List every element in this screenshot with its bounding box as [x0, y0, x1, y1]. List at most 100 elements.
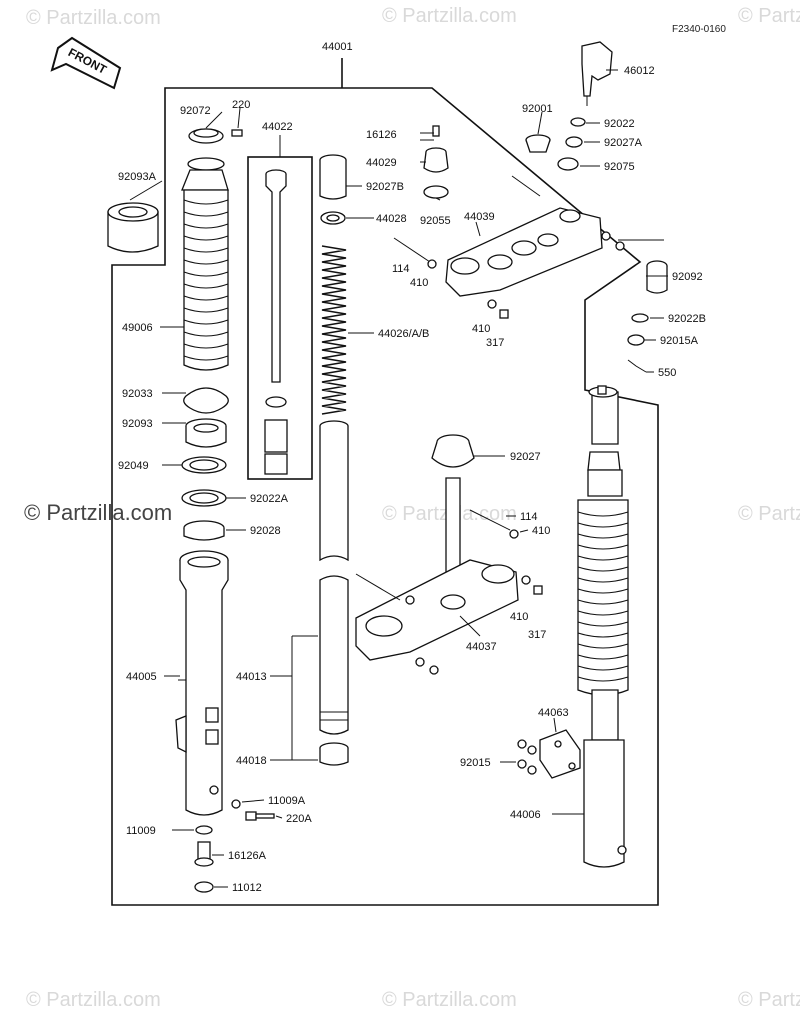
screw-220	[231, 129, 243, 137]
clamp-92072	[188, 128, 224, 144]
washer-92049	[181, 456, 227, 474]
damper-rod-44022	[264, 169, 288, 475]
callout-11009a: 11009A	[268, 795, 306, 807]
callout-92022a: 92022A	[250, 493, 289, 505]
callout-92055: 92055	[420, 215, 451, 227]
nut-92015a	[627, 334, 645, 346]
callout-114-upper: 114	[392, 263, 410, 275]
callout-317-upper: 317	[486, 337, 504, 349]
o-ring-92055	[423, 185, 449, 199]
callout-49006: 49006	[122, 322, 153, 334]
oil-seal-92093	[185, 418, 227, 448]
clip-92033	[183, 387, 229, 414]
callout-92092: 92092	[672, 271, 703, 283]
pin-550	[627, 359, 647, 373]
washer-92022b	[631, 313, 649, 323]
washer-92022a	[181, 489, 227, 507]
front-arrow-icon: FRONT	[50, 36, 122, 90]
washer-44028	[320, 211, 346, 225]
spacer-92075	[557, 157, 579, 171]
callout-114-lower: 114	[520, 511, 538, 523]
callout-16126: 16126	[366, 129, 397, 141]
callout-92072: 92072	[180, 105, 211, 117]
bolt-114-upper	[393, 237, 431, 263]
washer-410d	[521, 575, 531, 585]
callout-46012: 46012	[624, 65, 655, 77]
callout-92093a: 92093A	[118, 171, 157, 183]
callout-92001: 92001	[522, 103, 553, 115]
washer-410	[427, 259, 437, 269]
dust-cap-92093a	[107, 202, 159, 253]
callout-44039: 44039	[464, 211, 495, 223]
callout-44018: 44018	[236, 755, 267, 767]
watermark: © Partzilla.com	[26, 989, 161, 1011]
watermark: © Partzilla.com	[26, 7, 161, 29]
washer-410b	[487, 299, 497, 309]
callout-410-lower-b: 410	[510, 611, 528, 623]
washer-410c	[509, 529, 519, 539]
callout-317-lower: 317	[528, 629, 546, 641]
callout-92022: 92022	[604, 118, 635, 130]
watermarks: © Partzilla.com © Partzilla.com © Partzi…	[24, 5, 800, 1011]
callout-44029: 44029	[366, 157, 397, 169]
watermark: © Partzilla.com	[738, 989, 800, 1011]
callout-16126a: 16126A	[228, 850, 267, 862]
callout-11009: 11009	[126, 825, 156, 837]
side-watermark: © Partzilla.com	[24, 500, 172, 525]
outer-tube-44005	[175, 550, 229, 816]
axle-clamp-44063	[539, 729, 581, 779]
callout-410-mid: 410	[472, 323, 490, 335]
stem-bearing-92027	[431, 434, 475, 468]
washer-11009a	[231, 799, 241, 809]
callout-44006: 44006	[510, 809, 541, 821]
callout-labels: 44001 92072 220 44022 16126 92001 46012 …	[118, 41, 706, 894]
bolt-114-lower	[469, 509, 511, 531]
watermark: © Partzilla.com	[738, 503, 800, 525]
callout-92093: 92093	[122, 418, 153, 430]
watermark: © Partzilla.com	[382, 5, 517, 27]
watermark: © Partzilla.com	[382, 989, 517, 1011]
fork-spring-44026	[321, 245, 347, 415]
nut-11012	[194, 881, 214, 893]
bushing-44018	[319, 742, 349, 766]
nut-317b	[533, 585, 543, 595]
callout-92075: 92075	[604, 161, 635, 173]
leader-lines	[129, 69, 668, 888]
inner-tube-44013	[319, 420, 349, 735]
callout-92027b: 92027B	[366, 181, 404, 193]
callout-92027a: 92027A	[604, 137, 643, 149]
callout-11012: 11012	[232, 882, 262, 894]
bushing-92028	[183, 520, 225, 541]
assembly-outline	[111, 87, 659, 906]
cap-92001	[525, 134, 551, 153]
callout-44063: 44063	[538, 707, 569, 719]
nut-317	[499, 309, 509, 319]
bolt-stem-left	[355, 573, 401, 601]
fork-boot-49006	[181, 157, 229, 371]
callout-92027: 92027	[510, 451, 541, 463]
callout-410-upper: 410	[410, 277, 428, 289]
callout-92049: 92049	[118, 460, 149, 472]
drain-bolt-16126a	[194, 841, 214, 867]
callout-92022b: 92022B	[668, 313, 706, 325]
holder-46012	[581, 41, 613, 106]
callout-410-lower: 410	[532, 525, 550, 537]
callout-92015a: 92015A	[660, 335, 699, 347]
callout-44022: 44022	[262, 121, 293, 133]
callout-44028: 44028	[376, 213, 407, 225]
drawing-code: F2340-0160	[672, 24, 726, 35]
nut-92015-b	[517, 759, 527, 769]
nut-92015-a	[517, 739, 527, 749]
callout-220a: 220A	[286, 813, 312, 825]
bolt-upper	[511, 175, 541, 197]
right-fork-assembly	[577, 385, 629, 868]
callout-44026: 44026/A/B	[378, 328, 429, 340]
callout-44001: 44001	[322, 41, 353, 53]
steering-stem-44037	[355, 477, 519, 661]
washer-92022	[570, 117, 586, 127]
callout-92028: 92028	[250, 525, 281, 537]
watermark: © Partzilla.com	[738, 5, 800, 27]
bushing-92027a	[565, 136, 583, 148]
spacer-92027b	[319, 154, 347, 200]
